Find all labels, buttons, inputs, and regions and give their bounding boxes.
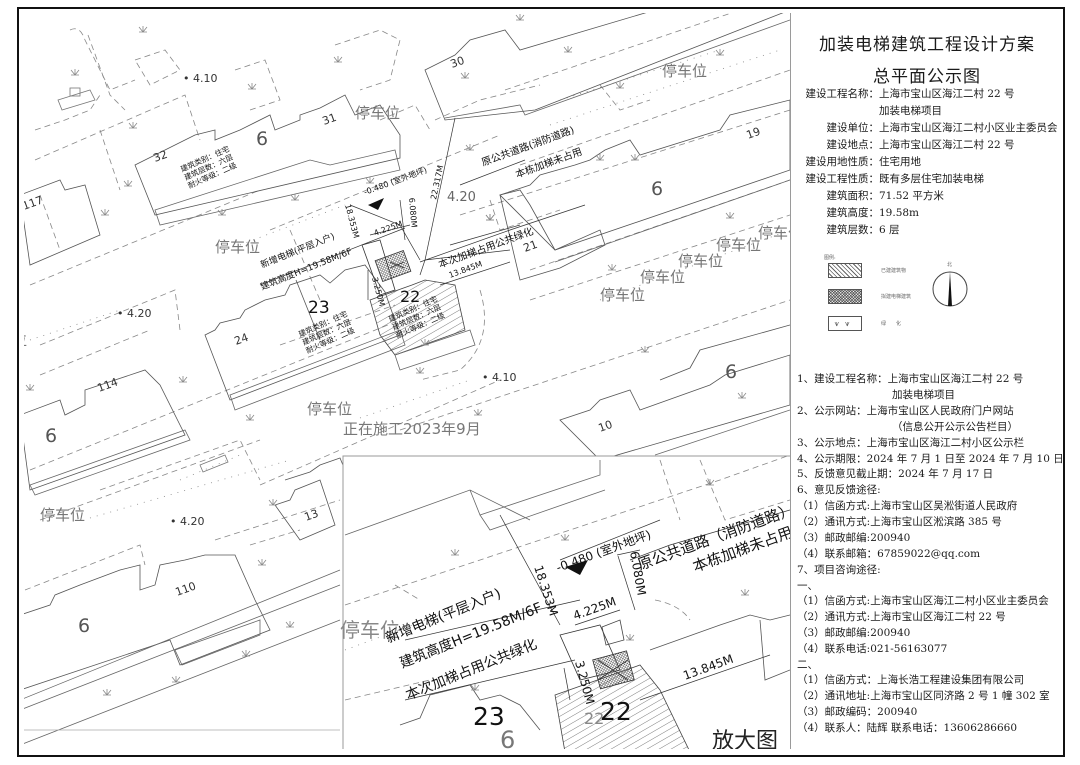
inset-floors: 6 (500, 726, 515, 749)
floors-label: 6 (725, 361, 737, 383)
inset-title: 放大图 (712, 729, 778, 749)
inset-enlarged-view: 停车位 -0.480 (室外地坪) 原公共道路（消防道路） 本栋加梯未占用 新增… (340, 454, 790, 749)
notice-line: （1）信函方式:上海市宝山区海江二村小区业主委员会 (797, 595, 1049, 607)
legend-label: 拟建电梯建筑 (881, 294, 912, 300)
inset-building-22-small: 22 (584, 709, 604, 728)
building-number: 114 (96, 375, 120, 394)
notice-line: （2）通讯方式:上海市宝山区淞滨路 385 号 (797, 516, 1002, 528)
legend-green-swatch: ⩛⩛ (828, 316, 862, 331)
building-number: 30 (449, 54, 467, 71)
notice-line: （1）信函方式：上海长浩工程建设集团有限公司 (797, 674, 1025, 686)
notice-line: 3、公示地点：上海市宝山区海江二村小区公示栏 (797, 437, 1025, 449)
site-plan-map[interactable]: • 4.10 • 4.20 4.20 • 4.20 • 4.10 6 6 6 6… (24, 13, 791, 749)
floors-label: 6 (256, 128, 268, 150)
north-arrow: 北 (932, 261, 972, 309)
info-project-nature: 建设工程性质：既有多层住宅加装电梯 (805, 173, 985, 185)
notice-line: （4）联系电话:021-56163077 (797, 643, 948, 655)
dim-4225: 4.225M (373, 219, 404, 238)
inset-building-22: 22 (600, 697, 632, 726)
elevation-label: • 4.10 (482, 371, 517, 384)
notice-line: 一、 (797, 580, 818, 592)
info-project-name: 建设工程名称：上海市宝山区海江二村 22 号 (805, 88, 1015, 100)
floors-label: 6 (78, 615, 90, 637)
elevation-label: • 4.20 (117, 307, 152, 320)
notice-line: （4）联系人：陆辉 联系电话：13606286660 (797, 722, 1018, 734)
notice-line: （2）通讯方式:上海市宝山区海江二村 22 号 (797, 611, 1006, 623)
notice-line: 加装电梯项目 (892, 389, 955, 401)
building-number: 22 (400, 287, 420, 306)
dim-22317: 22.317M (429, 164, 445, 200)
legend-grid-swatch (828, 289, 862, 304)
notice-line: 4、公示期限：2024 年 7 月 1 日至 2024 年 7 月 10 日 (797, 453, 1064, 465)
construction-note: 正在施工2023年9月 (343, 420, 481, 438)
drawing-subtitle: 总平面公示图 (873, 67, 981, 87)
inset-parking-label: 停车位 (340, 618, 400, 642)
legend-title: 图例: (824, 255, 836, 261)
parking-label: 停车位 (215, 238, 260, 256)
parking-label-clipped: 位 (24, 331, 27, 349)
floors-label: 6 (45, 425, 57, 447)
building-number: 32 (152, 148, 170, 165)
notice-line: （1）信函方式:上海市宝山区吴淞街道人民政府 (797, 500, 1018, 512)
parking-label: 停车位 (307, 400, 352, 418)
site-plan-svg: • 4.10 • 4.20 4.20 • 4.20 • 4.10 6 6 6 6… (24, 13, 791, 749)
parking-label: 停车位 (40, 506, 85, 524)
dim-6080: 6.080M (407, 197, 419, 228)
drawing-sheet-border (17, 7, 1065, 757)
parking-label: 停车位 (640, 268, 685, 286)
building-number: 19 (745, 125, 763, 142)
info-floors: 建筑层数：6 层 (826, 224, 900, 236)
building-number: 10 (597, 418, 615, 435)
notice-line: 6、意见反馈途径: (797, 484, 881, 496)
building-number: 23 (308, 298, 330, 318)
parking-label: 停车位 (355, 104, 400, 122)
parking-label: 停车位 (678, 252, 723, 270)
drawing-title: 加装电梯建筑工程设计方案 (819, 35, 1035, 55)
legend-label: 已建建筑物 (881, 268, 907, 274)
elevation-label: • 4.10 (183, 72, 218, 85)
building-number: 110 (174, 579, 198, 598)
parking-label: 停车位 (758, 224, 791, 242)
building-number: 13 (303, 507, 321, 524)
notice-line: 5、反馈意见截止期：2024 年 7 月 17 日 (797, 468, 994, 480)
notice-line: 7、项目咨询途径: (797, 564, 881, 576)
info-location: 建设地点：上海市宝山区海江二村 22 号 (826, 139, 1015, 151)
parking-label: 停车位 (662, 62, 707, 80)
info-height: 建筑高度：19.58m (826, 207, 920, 219)
notice-line: 二、 (797, 659, 818, 671)
parking-label: 停车位 (600, 286, 645, 304)
notice-line: （3）邮政邮编:200940 (797, 627, 911, 639)
info-builder: 建设单位：上海市宝山区海江二村小区业主委员会 (826, 122, 1058, 134)
notice-line: （3）邮政编码：200940 (797, 706, 918, 718)
info-land-use: 建设用地性质：住宅用地 (805, 156, 922, 168)
notice-line: （3）邮政邮编:200940 (797, 532, 911, 544)
notice-line: （4）联系邮箱：67859022@qq.com (797, 548, 981, 560)
elevation-label: • 4.20 (170, 515, 205, 528)
building-info-32: 建筑类别：住宅 建筑层数：六层 耐火等级：二级 (179, 143, 239, 190)
building-number: 21 (522, 238, 540, 255)
north-arrow-icon (932, 271, 968, 307)
legend-label: 绿 化 (881, 321, 902, 327)
info-project-name-line2: 加装电梯项目 (879, 105, 942, 117)
building-number: 117 (24, 193, 45, 212)
info-floor-area: 建筑面积：71.52 平方米 (826, 190, 944, 202)
inset-building-23: 23 (473, 702, 505, 731)
building-number: 24 (233, 331, 251, 348)
building-number: 31 (321, 111, 339, 128)
legend-hatch-swatch (828, 263, 862, 278)
parking-label: 停车位 (716, 236, 761, 254)
notice-line: （2）通讯地址:上海市宝山区同济路 2 号 1 幢 302 室 (797, 690, 1050, 702)
notice-line: 2、公示网站：上海市宝山区人民政府门户网站 (797, 405, 1014, 417)
info-panel: 加装电梯建筑工程设计方案 总平面公示图 建设工程名称：上海市宝山区海江二村 22… (791, 9, 1064, 755)
notice-line: 1、建设工程名称：上海市宝山区海江二村 22 号 (797, 373, 1024, 385)
elevation-label: 4.20 (447, 190, 476, 205)
notice-line: （信息公开公示公告栏目） (892, 421, 1018, 433)
north-label: 北 (947, 262, 953, 268)
floors-label: 6 (651, 178, 663, 200)
green-note: 本次加梯占用公共绿化 (437, 224, 535, 270)
